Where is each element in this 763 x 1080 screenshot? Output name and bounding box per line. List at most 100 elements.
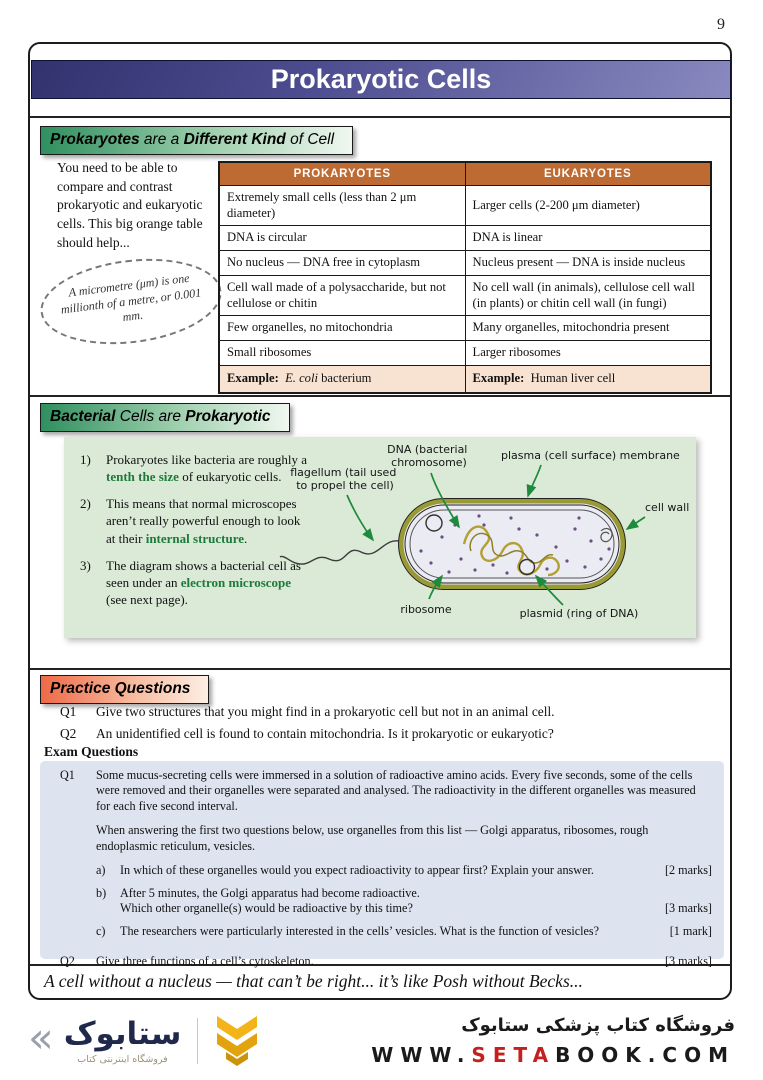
- text: of eukaryotic cells.: [178, 469, 282, 485]
- table-row: DNA is circular DNA is linear: [218, 225, 712, 252]
- bacterial-cell-panel: 1) Prokaryotes like bacteria are roughly…: [64, 437, 696, 638]
- heading-text: Practice Questions: [50, 680, 191, 697]
- double-chevron-left-icon: «: [28, 1013, 54, 1062]
- arrow-membrane: [526, 464, 542, 498]
- intro-paragraph: You need to be able to compare and contr…: [57, 160, 203, 250]
- bottom-joke-line: A cell without a nucleus — that can’t be…: [44, 971, 583, 991]
- list-item-text: The diagram shows a bacterial cell as se…: [106, 557, 312, 608]
- heading-text: are a: [139, 131, 184, 148]
- arrow-ribosome: [428, 574, 443, 600]
- table-cell: No nucleus — DNA free in cytoplasm: [218, 250, 466, 276]
- section-heading-prokaryotes: Prokaryotes are a Different Kind of Cell: [40, 126, 354, 155]
- question-paragraph: When answering the first two questions b…: [96, 823, 649, 853]
- heading-text: Cell: [307, 131, 335, 148]
- label-line: DNA (bacterial: [387, 443, 467, 456]
- table-cell: No cell wall (in animals), cellulose cel…: [464, 274, 712, 317]
- plasmid-shape: [518, 558, 536, 576]
- sub-question-text: The researchers were particularly intere…: [120, 923, 600, 938]
- table-row: Few organelles, no mitochondria Many org…: [218, 315, 712, 342]
- logo-caption: فروشگاه اینترنتی کتاب: [77, 1053, 168, 1065]
- question-text: An unidentified cell is found to contain…: [96, 726, 554, 741]
- label-cell-wall: cell wall: [645, 501, 689, 514]
- question-label: Q2: [60, 726, 77, 741]
- question-paragraph: Some mucus-secreting cells were immersed…: [96, 768, 696, 813]
- label-line: to propel the cell): [296, 479, 394, 492]
- list-item: 2) This means that normal microscopes ar…: [80, 495, 312, 546]
- url-part: BOOK.COM: [555, 1043, 735, 1067]
- emphasis-text: electron microscope: [180, 574, 292, 590]
- question-label: Q1: [60, 768, 75, 782]
- list-item-number: 1): [80, 452, 91, 467]
- dna-shape: [469, 532, 554, 564]
- table-cell: Extremely small cells (less than 2 μm di…: [218, 184, 466, 227]
- sub-question-b: b) After 5 minutes, the Golgi apparatus …: [96, 886, 712, 917]
- arrow-cell-wall: [625, 516, 646, 530]
- text: The diagram shows a bacterial cell as se…: [106, 557, 301, 590]
- heading-text: Prokaryotic: [185, 408, 271, 425]
- question-body: Give three functions of a cell’s cytoske…: [96, 954, 712, 969]
- question-text: Give two structures that you might find …: [96, 704, 555, 719]
- stacked-chevrons-icon: [217, 1016, 258, 1066]
- arrow-dna: [430, 472, 460, 529]
- table-cell: Nucleus present — DNA is inside nucleus: [464, 250, 712, 276]
- plasmid-shape: [425, 514, 443, 532]
- label-membrane: plasma (cell surface) membrane: [501, 449, 680, 462]
- setabook-logo: « ستابوک فروشگاه اینترنتی کتاب: [28, 1014, 260, 1068]
- exam-questions-heading: Exam Questions: [44, 744, 139, 759]
- heading-text: of: [285, 131, 308, 148]
- label-flagellum: flagellum (tail used to propel the cell): [290, 466, 400, 492]
- example-text: Human liver cell: [530, 370, 616, 385]
- prokaryote-eukaryote-table: PROKARYOTES EUKARYOTES Extremely small c…: [218, 161, 712, 394]
- question-label: Q1: [60, 704, 77, 719]
- plasma-membrane-shape: [409, 509, 615, 579]
- table-cell: Many organelles, mitochondria present: [464, 315, 712, 342]
- text: (see next page).: [106, 592, 188, 608]
- dna-shape: [462, 525, 560, 577]
- list-item: 1) Prokaryotes like bacteria are roughly…: [80, 451, 312, 485]
- cell-wall-outline: [398, 498, 626, 590]
- sub-question-label: b): [96, 885, 107, 900]
- table-row: Small ribosomes Larger ribosomes: [218, 340, 712, 366]
- table-row: Extremely small cells (less than 2 μm di…: [218, 184, 712, 227]
- flagellum-shape: [279, 540, 404, 565]
- logo-wordmark: ستابوک فروشگاه اینترنتی کتاب: [64, 1017, 182, 1064]
- table-row: No nucleus — DNA free in cytoplasm Nucle…: [218, 250, 712, 276]
- numbered-list: 1) Prokaryotes like bacteria are roughly…: [80, 451, 312, 618]
- example-text: bacterium: [317, 370, 372, 385]
- heading-text: Prokaryotes: [50, 131, 140, 148]
- table-example-row: Example: E. coli bacterium Example: Huma…: [218, 364, 712, 394]
- store-tagline: فروشگاه کتاب پزشکی ستابوک: [461, 1015, 735, 1036]
- table-cell: DNA is linear: [464, 225, 712, 252]
- label-dna: DNA (bacterial chromosome): [387, 443, 471, 469]
- footer: « ستابوک فروشگاه اینترنتی کتاب فروشگاه ک…: [28, 1006, 735, 1076]
- section-divider: [29, 116, 731, 118]
- sub-question-c: c) The researchers were particularly int…: [96, 924, 712, 939]
- column-header-prokaryotes: PROKARYOTES: [218, 161, 466, 186]
- page-border-frame: [28, 42, 732, 1000]
- example-species: E. coli: [285, 370, 318, 385]
- label-plasmid: plasmid (ring of DNA): [520, 607, 639, 620]
- marks-badge: [3 marks]: [664, 954, 712, 969]
- table-cell: Cell wall made of a polysaccharide, but …: [218, 274, 466, 317]
- arrow-flagellum: [346, 494, 375, 542]
- section-divider: [29, 395, 731, 397]
- marks-badge: [1 mark]: [669, 923, 712, 938]
- membrane-fold-shape: [600, 527, 613, 543]
- bacterial-cell-diagram: DNA (bacterial chromosome) plasma (cell …: [279, 443, 689, 620]
- exam-questions-panel: Q1 Some mucus-secreting cells were immer…: [40, 761, 724, 968]
- sub-question-a: a) In which of these organelles would yo…: [96, 863, 712, 878]
- marks-badge: [2 marks]: [664, 863, 712, 878]
- sub-question: Give three functions of a cell’s cytoske…: [96, 954, 712, 969]
- table-cell: Small ribosomes: [218, 340, 466, 366]
- marks-badge: [3 marks]: [664, 901, 712, 916]
- page-title: Prokaryotic Cells: [270, 64, 492, 94]
- table-cell: Larger cells (2-200 μm diameter): [464, 184, 712, 227]
- footer-right: فروشگاه کتاب پزشکی ستابوک WWW.SETABOOK.C…: [371, 1015, 735, 1067]
- practice-question-1: Q1 Give two structures that you might fi…: [60, 704, 710, 720]
- table-header-row: PROKARYOTES EUKARYOTES: [218, 161, 712, 186]
- cell-wall-inner-outline: [404, 504, 620, 584]
- table-cell: Larger ribosomes: [464, 340, 712, 366]
- url-part: SETA: [471, 1043, 556, 1067]
- list-item-number: 2): [80, 496, 91, 512]
